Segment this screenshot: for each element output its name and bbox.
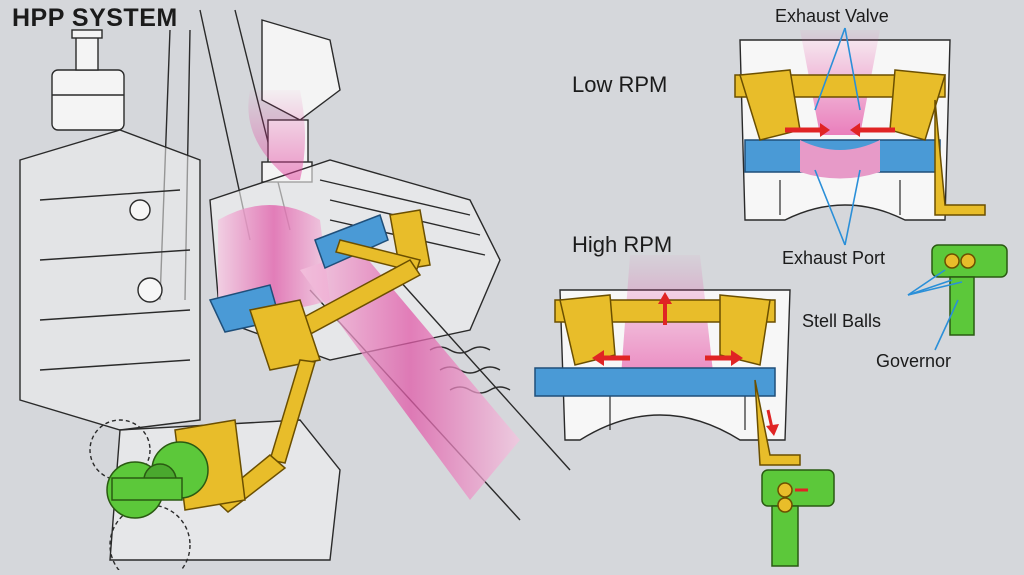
steel-balls-label: Stell Balls <box>802 311 882 331</box>
low-rpm-diagram <box>734 30 986 221</box>
governor-right-top <box>931 244 1008 336</box>
exhaust-port-label: Exhaust Port <box>782 248 886 268</box>
exhaust-valve-label: Exhaust Valve <box>775 6 889 26</box>
governor-left <box>106 441 209 519</box>
governor-label: Governor <box>876 351 952 371</box>
linkage-left <box>174 209 431 513</box>
exhaust-flow-left <box>218 90 520 500</box>
governor-right-bottom <box>761 469 835 567</box>
high-rpm-diagram <box>534 255 801 466</box>
diagram-title: HPP SYSTEM <box>12 4 178 32</box>
low-rpm-label: Low RPM <box>572 72 668 97</box>
leader-lines <box>814 27 963 351</box>
high-rpm-label: High RPM <box>572 232 673 257</box>
valve-high <box>534 367 776 397</box>
